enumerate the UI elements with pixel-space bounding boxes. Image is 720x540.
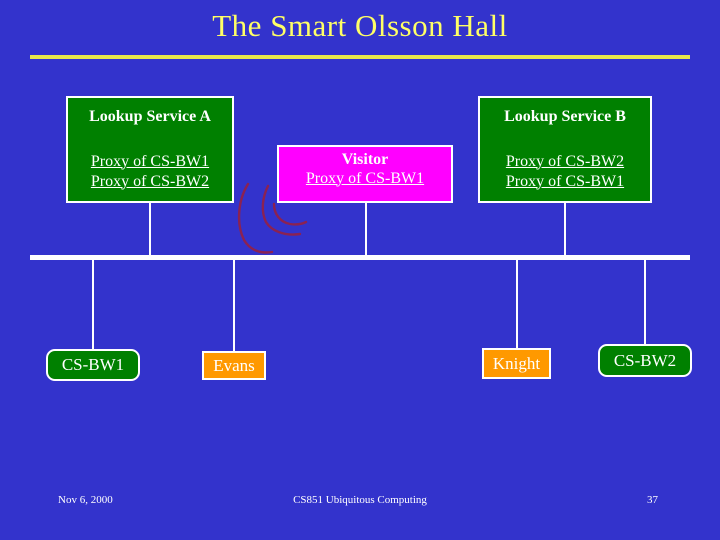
lookup-service-b-title: Lookup Service B (504, 108, 626, 125)
lookup-service-a-proxy-list: Proxy of CS-BW1 Proxy of CS-BW2 (68, 152, 232, 192)
visitor-proxy-1[interactable]: Proxy of CS-BW1 (305, 169, 425, 187)
device-cs-bw2[interactable]: CS-BW2 (598, 344, 692, 377)
device-cs-bw1[interactable]: CS-BW1 (46, 349, 140, 381)
lookup-service-a-proxy-1[interactable]: Proxy of CS-BW1 (90, 152, 210, 170)
lookup-service-b-proxy-1[interactable]: Proxy of CS-BW2 (505, 152, 625, 170)
footer-course-title: CS851 Ubiquitous Computing (293, 494, 427, 506)
connector-visitor-to-bus (365, 203, 367, 257)
slide-footer: Nov 6, 2000 CS851 Ubiquitous Computing 3… (0, 494, 720, 514)
freehand-ink-annotation (237, 182, 308, 254)
connector-bus-to-knight (516, 259, 518, 350)
footer-date: Nov 6, 2000 (58, 494, 113, 506)
lookup-service-a-box[interactable]: Lookup Service A Proxy of CS-BW1 Proxy o… (66, 96, 234, 203)
network-bus-line (30, 255, 690, 260)
lookup-service-b-box[interactable]: Lookup Service B Proxy of CS-BW2 Proxy o… (478, 96, 652, 203)
lookup-service-a-proxy-2[interactable]: Proxy of CS-BW2 (90, 172, 210, 190)
footer-page-number: 37 (647, 494, 658, 506)
visitor-box[interactable]: Visitor Proxy of CS-BW1 (277, 145, 453, 203)
connector-bus-to-cs-bw1 (92, 259, 94, 351)
title-divider (30, 55, 690, 59)
connector-lookup-a-to-bus (149, 203, 151, 257)
lookup-service-b-proxy-2[interactable]: Proxy of CS-BW1 (505, 172, 625, 190)
lookup-service-b-proxy-list: Proxy of CS-BW2 Proxy of CS-BW1 (480, 152, 650, 192)
lookup-service-a-title: Lookup Service A (89, 108, 211, 125)
device-knight[interactable]: Knight (482, 348, 551, 379)
connector-bus-to-cs-bw2 (644, 259, 646, 346)
visitor-title: Visitor (341, 151, 389, 168)
connector-lookup-b-to-bus (564, 203, 566, 257)
connector-bus-to-evans (233, 259, 235, 353)
page-title: The Smart Olsson Hall (212, 8, 508, 43)
device-evans[interactable]: Evans (202, 351, 266, 380)
